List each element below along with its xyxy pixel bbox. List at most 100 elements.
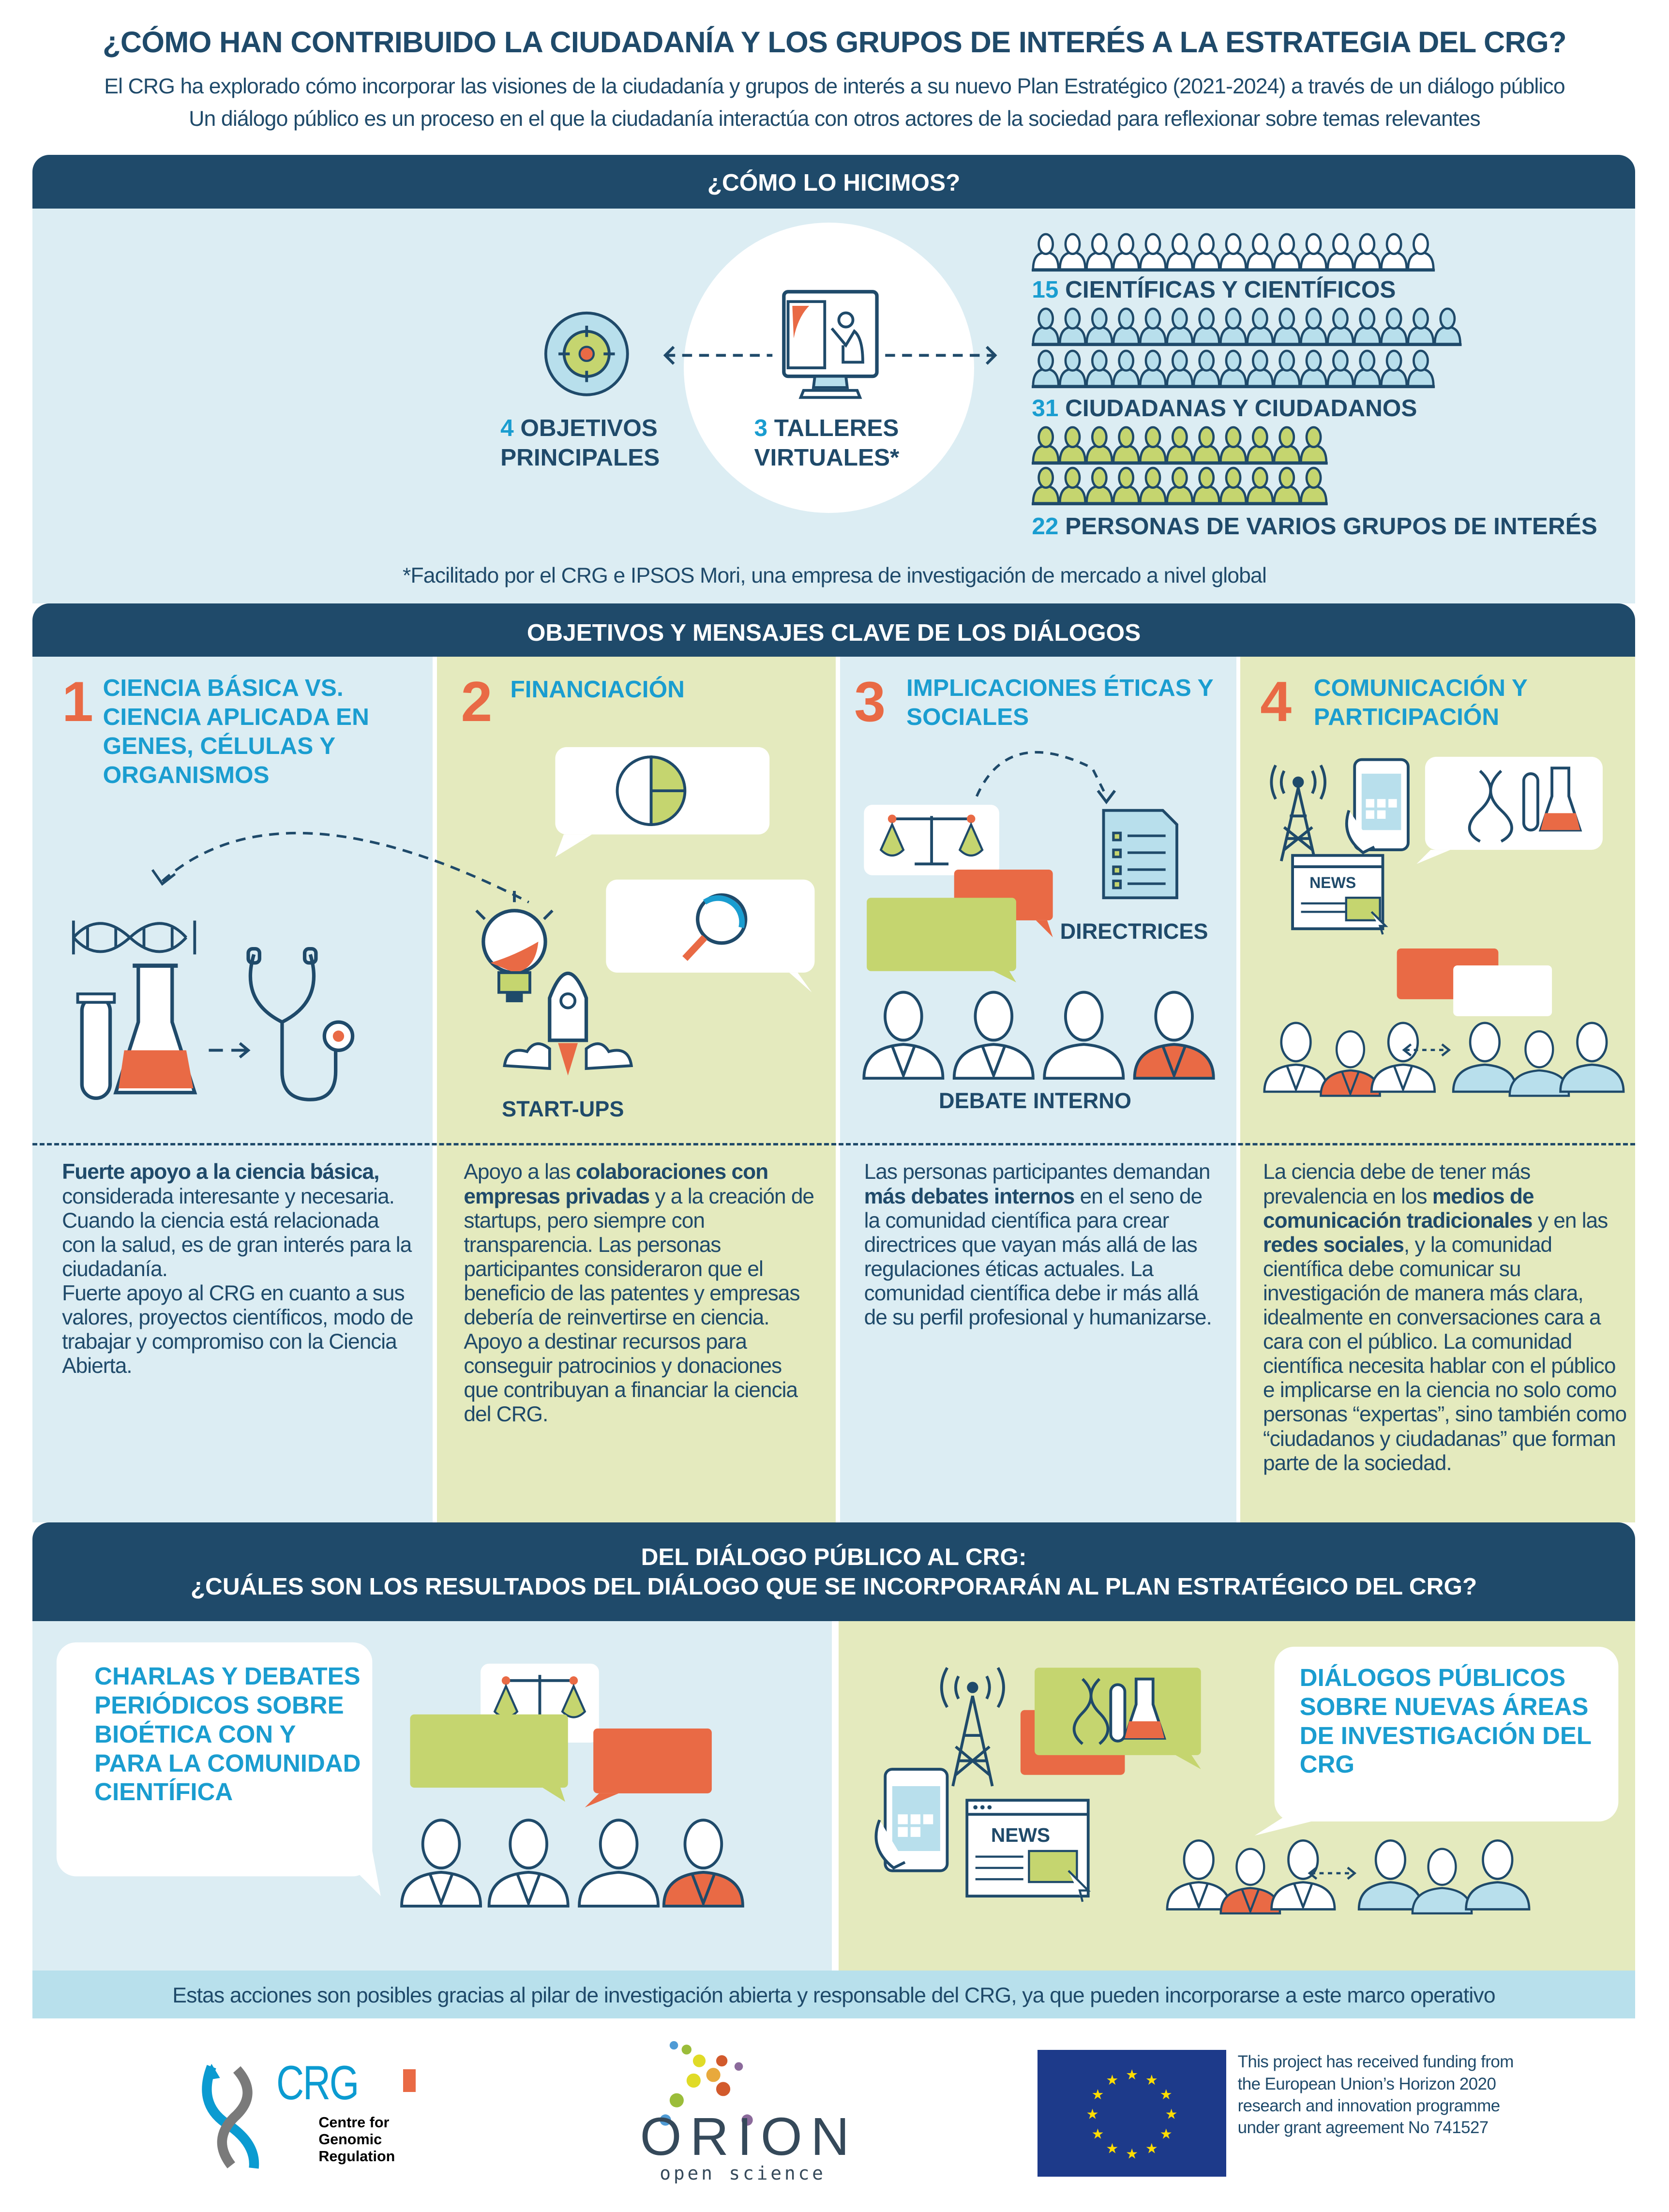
result-public-dialogues: DIÁLOGOS PÚBLICOS SOBRE NUEVAS ÁREAS DE …	[1299, 1664, 1592, 1778]
eu-star: ★	[1160, 2087, 1173, 2102]
how-section-header: ¿CÓMO LO HICIMOS?	[32, 155, 1636, 209]
body-paragraph: Apoyo a las colaboraciones con empresas …	[464, 1160, 816, 1330]
person-icon	[1273, 466, 1301, 505]
footer-banner: Estas acciones son posibles gracias al p…	[32, 1971, 1636, 2019]
person-icon	[1192, 233, 1221, 271]
person-icon	[1032, 466, 1060, 505]
group-number: 31	[1032, 394, 1059, 421]
person-icon	[1032, 350, 1060, 388]
communication-illustration	[1263, 757, 1625, 1098]
person-icon	[1059, 233, 1087, 271]
scientists-people-group	[400, 1818, 745, 1908]
person-icon	[1085, 426, 1113, 464]
person-icon	[1166, 426, 1194, 464]
person-icon	[1273, 426, 1301, 464]
smartphone-icon	[874, 1767, 949, 1872]
crg-wordmark: CRG	[276, 2056, 359, 2110]
group-label: CIUDADANAS Y CIUDADANOS	[1065, 394, 1417, 421]
objectives-label-2: PRINCIPALES	[500, 444, 660, 471]
person-icon	[487, 1818, 570, 1908]
orion-logo: ORION open science	[634, 2038, 849, 2185]
person-icon	[1112, 350, 1141, 388]
body-paragraph: Fuerte apoyo al CRG en cuanto a sus valo…	[62, 1281, 414, 1378]
person-icon	[1192, 466, 1221, 505]
person-icon	[1032, 426, 1060, 464]
objective-number: 3	[854, 670, 886, 734]
antenna-tower-icon	[1270, 765, 1327, 862]
person-icon	[1112, 307, 1141, 346]
person-icon	[1166, 1839, 1232, 1911]
citizens-people-row-2	[1032, 350, 1435, 389]
person-icon	[1246, 233, 1274, 271]
person-icon	[1407, 307, 1435, 346]
person-icon	[1166, 350, 1194, 388]
crg-logo: CRG Centre for Genomic Regulation	[197, 2056, 437, 2174]
body-paragraph: Cuando la ciencia está relacionada con l…	[62, 1209, 414, 1281]
person-icon	[1300, 350, 1328, 388]
objectives-section-header: OBJETIVOS Y MENSAJES CLAVE DE LOS DIÁLOG…	[32, 603, 1636, 657]
body-text: Fuerte apoyo al CRG en cuanto a sus valo…	[62, 1281, 413, 1378]
objective-body-3: Las personas participantes demandan más …	[864, 1160, 1217, 1330]
person-icon	[1219, 1848, 1281, 1915]
objective-title: CIENCIA BÁSICA VS. CIENCIA APLICADA EN G…	[103, 675, 369, 788]
person-icon	[1326, 307, 1354, 346]
person-icon	[1407, 233, 1435, 271]
eu-star: ★	[1160, 2126, 1173, 2142]
person-icon	[1300, 307, 1328, 346]
person-icon	[862, 991, 945, 1080]
rocket-icon	[503, 971, 633, 1076]
workshops-label-2: VIRTUALES*	[754, 444, 900, 471]
body-paragraph: La ciencia debe de tener más prevalencia…	[1263, 1160, 1627, 1475]
highlight-text: medios de comunicación tradicionales	[1263, 1184, 1534, 1233]
person-icon	[1139, 466, 1167, 505]
person-icon	[1452, 1022, 1518, 1093]
results-title-line-2: ¿CUÁLES SON LOS RESULTADOS DEL DIÁLOGO Q…	[190, 1573, 1477, 1600]
person-icon	[1219, 350, 1248, 388]
body-text: y en las	[1532, 1208, 1608, 1233]
news-icon	[1291, 854, 1388, 935]
crg-r-badge	[403, 2069, 416, 2092]
body-text: en el seno de la comunidad científica pa…	[864, 1184, 1212, 1330]
eu-stars-icon: ★★★★★★★★★★★★	[1086, 2067, 1178, 2162]
person-icon	[1166, 233, 1194, 271]
speech-bubble	[1254, 1646, 1619, 1836]
flask-icon	[113, 963, 197, 1095]
person-icon	[953, 991, 1035, 1080]
orion-wordmark: ORION	[640, 2107, 858, 2167]
person-icon	[1300, 426, 1328, 464]
eu-star: ★	[1126, 2146, 1138, 2162]
person-icon	[1411, 1848, 1473, 1915]
eu-funding-text: This project has received funding from t…	[1237, 2052, 1514, 2137]
crg-helix-icon	[202, 2063, 259, 2169]
person-icon	[1300, 233, 1328, 271]
speech-bubble	[56, 1642, 381, 1896]
stakeholders-people-row-2	[1032, 466, 1328, 506]
person-icon	[1353, 307, 1382, 346]
eu-star: ★	[1165, 2107, 1178, 2122]
startups-label: START-UPS	[502, 1097, 624, 1122]
bioethics-debate-illustration	[400, 1663, 745, 1908]
person-icon	[1032, 233, 1060, 271]
body-text: y a la creación de startups, pero siempr…	[464, 1184, 814, 1330]
chat-bubble-white	[1453, 965, 1552, 1017]
person-icon	[1219, 426, 1248, 464]
person-icon	[1559, 1022, 1625, 1093]
chat-bubble-green	[410, 1714, 568, 1788]
subtitle-line-2: Un diálogo público es un proceso en el q…	[189, 107, 1480, 131]
person-icon	[1192, 426, 1221, 464]
eu-flag: ★★★★★★★★★★★★	[1037, 2049, 1227, 2177]
objective-column-3	[840, 657, 1236, 1523]
pie-chart-bubble	[555, 747, 770, 858]
person-icon	[1273, 233, 1301, 271]
person-icon	[1273, 350, 1301, 388]
crg-name: Centre for Genomic Regulation	[318, 2114, 395, 2165]
group-scientists: 15 CIENTÍFICAS Y CIENTÍFICOS	[1032, 275, 1396, 304]
person-icon	[1059, 307, 1087, 346]
person-icon	[1270, 1839, 1336, 1911]
directrices-label: DIRECTRICES	[1060, 919, 1208, 944]
person-icon	[1059, 466, 1087, 505]
orion-dots-icon	[660, 2041, 753, 2126]
body-text: considerada interesante y necesaria.	[62, 1184, 395, 1208]
